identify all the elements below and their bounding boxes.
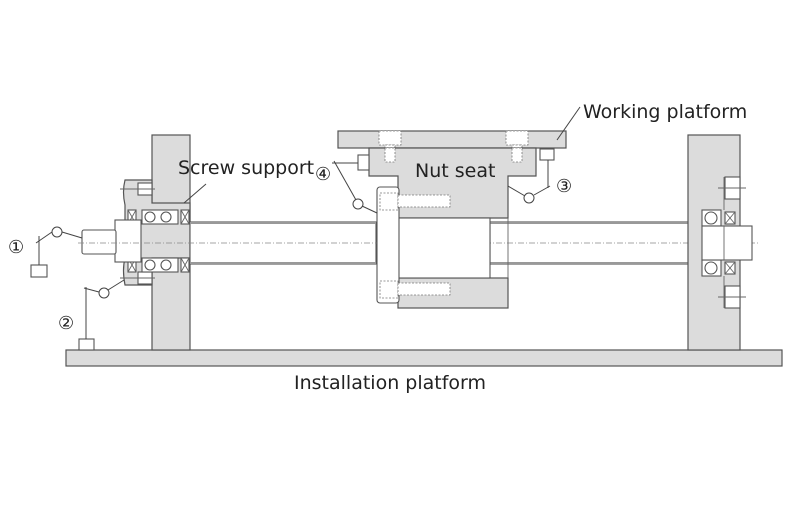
working-platform-label: Working platform	[583, 101, 747, 123]
dial-gauge-4	[332, 154, 378, 214]
working-platform-leader	[556, 106, 581, 141]
ball-nut-flange	[376, 186, 400, 304]
measurement-point-4: ④	[315, 164, 331, 185]
screw-support-label: Screw support	[178, 157, 314, 179]
working-platform	[337, 130, 567, 149]
screw-shaft	[78, 221, 760, 265]
measurement-point-3: ③	[556, 176, 572, 197]
measurement-point-1: ①	[8, 237, 24, 258]
right-screw-support	[687, 134, 753, 351]
dial-gauge-3	[507, 148, 555, 204]
installation-platform-label: Installation platform	[294, 372, 486, 394]
screw-support-leader	[183, 183, 207, 204]
nut-seat-label: Nut seat	[415, 160, 495, 182]
installation-platform	[65, 349, 783, 367]
measurement-point-2: ②	[58, 313, 74, 334]
dial-gauge-1	[30, 226, 83, 278]
dial-gauge-2	[78, 279, 125, 351]
left-screw-support	[114, 134, 191, 351]
